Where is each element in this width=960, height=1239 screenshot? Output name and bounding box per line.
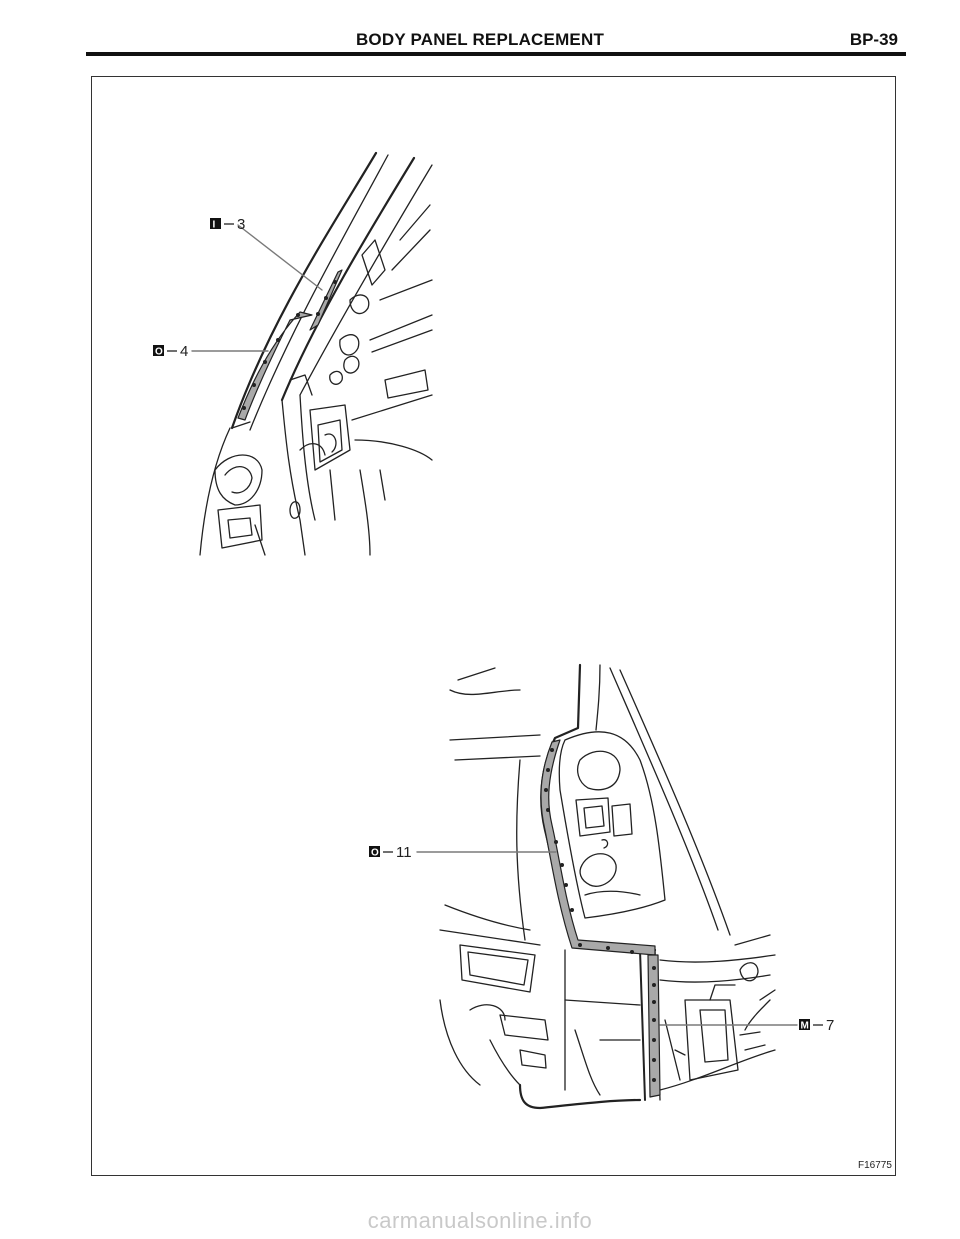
callout-symbol: I: [213, 220, 216, 231]
callout-4: O 4: [153, 343, 188, 360]
sealant-strip-7: [647, 954, 661, 1098]
lower-quarter-drawing: [439, 663, 776, 1110]
callout-number: 3: [237, 216, 245, 233]
figure-frame: [91, 76, 896, 1176]
callout-number: 11: [396, 844, 412, 861]
page-title: BODY PANEL REPLACEMENT: [355, 30, 605, 49]
callout-symbol: O: [155, 347, 163, 358]
upper-pillar-drawing: [199, 151, 433, 556]
spot-weld-dots-lower: [544, 748, 656, 1082]
figure-id: F16775: [858, 1160, 892, 1171]
callout-11: O 11: [369, 844, 412, 861]
callout-symbol: M: [801, 1021, 809, 1032]
callout-number: 7: [826, 1017, 834, 1034]
page-number: BP-39: [849, 30, 898, 49]
sealant-strip-11: [540, 739, 656, 956]
callout-number: 4: [180, 343, 188, 360]
callout-symbol: O: [371, 848, 379, 859]
leader-line-3: [237, 224, 323, 291]
callout-7: M 7: [799, 1017, 834, 1034]
spot-weld-dots-upper: [242, 280, 337, 410]
header-rule: [86, 52, 906, 56]
watermark-url: carmanualsonline.info: [367, 1208, 593, 1233]
callout-3: I 3: [210, 216, 245, 233]
